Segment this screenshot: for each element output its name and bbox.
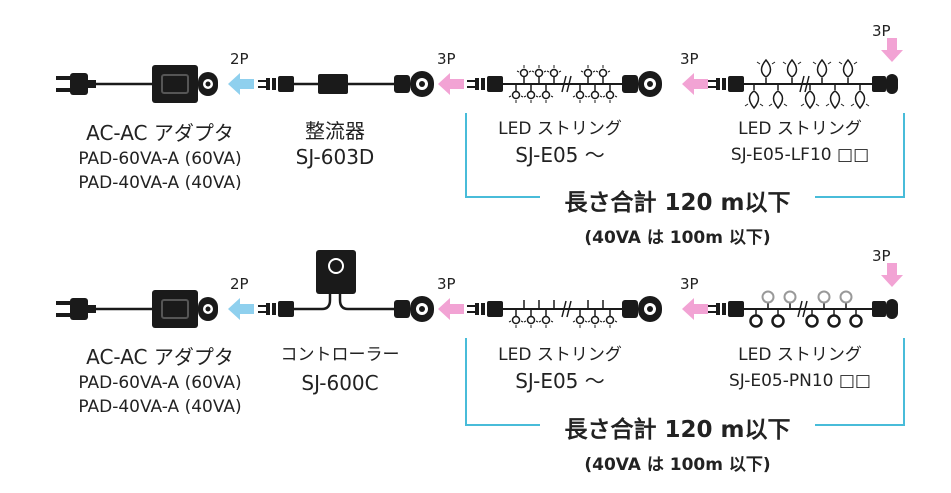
led-string-model: SJ-E05 〜 bbox=[515, 369, 605, 393]
connector-2p-icon bbox=[258, 301, 294, 317]
round-connector-icon bbox=[394, 71, 434, 97]
led-string-model: SJ-E05 〜 bbox=[515, 143, 605, 167]
round-connector-icon bbox=[622, 296, 662, 322]
controller-model: SJ-600C bbox=[301, 371, 379, 395]
controller-title: コントローラー bbox=[280, 345, 400, 365]
round-connector-icon bbox=[394, 296, 434, 322]
connector-label-3p: 3P bbox=[680, 50, 699, 68]
connector-label-2p: 2P bbox=[230, 50, 249, 68]
rectifier-title: 整流器 bbox=[305, 119, 365, 143]
total-length-sub: (40VA は 100m 以下) bbox=[584, 455, 771, 475]
led-string-model: SJ-E05-PN10 □□ bbox=[729, 371, 871, 391]
length-bracket bbox=[465, 338, 540, 426]
led-string-title: LED ストリング bbox=[498, 345, 622, 365]
power-plug-icon bbox=[56, 298, 96, 320]
end-connector-icon bbox=[872, 299, 898, 319]
arrow-pink-down-icon bbox=[881, 38, 903, 62]
connector-3p-icon bbox=[708, 76, 744, 92]
adapter-model-60: PAD-60VA-A (60VA) bbox=[78, 373, 242, 393]
arrow-pink-icon bbox=[682, 298, 708, 320]
row2-graphics bbox=[56, 250, 905, 426]
adapter-model-40: PAD-40VA-A (40VA) bbox=[78, 173, 242, 193]
connector-label-3p: 3P bbox=[872, 22, 891, 40]
connector-3p-icon bbox=[708, 301, 744, 317]
led-string-title: LED ストリング bbox=[498, 119, 622, 139]
rectifier-icon bbox=[318, 74, 348, 94]
total-length-main: 長さ合計 120 m以下 bbox=[564, 417, 791, 443]
adapter-title: AC-AC アダプタ bbox=[86, 121, 234, 145]
row1-graphics bbox=[56, 38, 905, 198]
adapter-model-60: PAD-60VA-A (60VA) bbox=[78, 149, 242, 169]
end-connector-icon bbox=[872, 74, 898, 94]
power-plug-icon bbox=[56, 73, 96, 95]
arrow-pink-icon bbox=[682, 73, 708, 95]
rectifier-model: SJ-603D bbox=[295, 145, 375, 169]
led-string-title: LED ストリング bbox=[738, 119, 862, 139]
arrow-blue-icon bbox=[228, 73, 254, 95]
length-bracket bbox=[465, 113, 540, 198]
connector-2p-icon bbox=[258, 76, 294, 92]
total-length-sub: (40VA は 100m 以下) bbox=[584, 228, 771, 248]
connector-label-3p: 3P bbox=[437, 50, 456, 68]
connector-3p-icon bbox=[467, 76, 503, 92]
connector-label-3p: 3P bbox=[680, 275, 699, 293]
total-length-note: 長さ合計 120 m以下 (40VA は 100m 以下) bbox=[540, 183, 815, 248]
total-length-note: 長さ合計 120 m以下 (40VA は 100m 以下) bbox=[540, 410, 815, 475]
total-length-main: 長さ合計 120 m以下 bbox=[564, 190, 791, 216]
arrow-pink-icon bbox=[438, 298, 464, 320]
ac-adapter-icon bbox=[151, 64, 219, 104]
led-string-model: SJ-E05-LF10 □□ bbox=[730, 145, 870, 165]
connector-label-3p: 3P bbox=[872, 247, 891, 265]
arrow-blue-icon bbox=[228, 298, 254, 320]
connector-3p-icon bbox=[467, 301, 503, 317]
arrow-pink-down-icon bbox=[881, 263, 903, 287]
connector-label-3p: 3P bbox=[437, 275, 456, 293]
round-connector-icon bbox=[622, 71, 662, 97]
connector-label-2p: 2P bbox=[230, 275, 249, 293]
led-string-title: LED ストリング bbox=[738, 345, 862, 365]
adapter-title: AC-AC アダプタ bbox=[86, 345, 234, 369]
ac-adapter-icon bbox=[151, 289, 219, 329]
arrow-pink-icon bbox=[438, 73, 464, 95]
adapter-model-40: PAD-40VA-A (40VA) bbox=[78, 397, 242, 417]
